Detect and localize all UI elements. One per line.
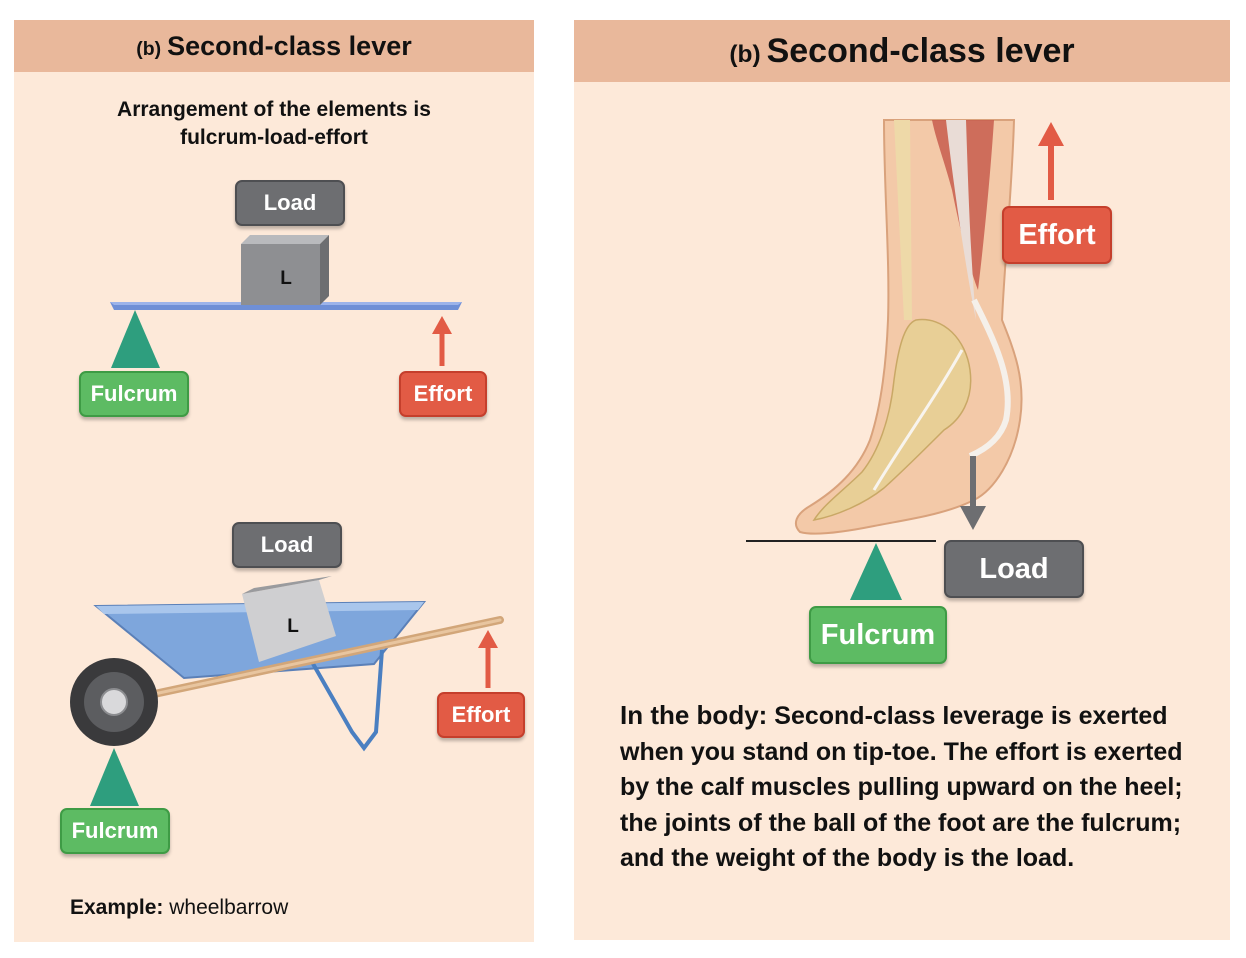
wheelbarrow-fulcrum-triangle xyxy=(90,748,139,806)
foot-bones xyxy=(812,318,972,522)
foot-load-label: Load xyxy=(944,540,1084,598)
example-line: Example: wheelbarrow xyxy=(70,896,288,920)
example-label: Example: xyxy=(70,896,164,919)
left-title: Second-class lever xyxy=(167,31,412,61)
foot-diagram xyxy=(746,119,1064,600)
lever-fulcrum-label: Fulcrum xyxy=(79,371,189,417)
left-panel-header: (b)Second-class lever xyxy=(14,20,534,72)
load-block-letter: L xyxy=(280,268,292,289)
right-title-prefix: (b) xyxy=(729,41,761,68)
subtitle-line-1: Arrangement of the elements is xyxy=(117,98,431,121)
wheelbarrow-leg xyxy=(310,649,384,752)
right-panel-header: (b)Second-class lever xyxy=(574,20,1230,82)
wheelbarrow-block-letter: L xyxy=(287,616,299,637)
subtitle-line-2: fulcrum-load-effort xyxy=(180,126,368,149)
achilles-tendon xyxy=(968,298,1011,459)
body-text: Second-class leverage is exerted when yo… xyxy=(620,702,1183,872)
load-block-side xyxy=(320,235,329,305)
lever-load-label: Load xyxy=(235,180,345,226)
load-block-top xyxy=(241,235,329,244)
body-lead: In the body: xyxy=(620,700,768,730)
wheelbarrow-fulcrum-label: Fulcrum xyxy=(60,808,170,854)
arrangement-subtitle: Arrangement of the elements is fulcrum-l… xyxy=(54,96,494,152)
right-panel: (b)Second-class lever Effort Load Fulcru… xyxy=(574,20,1230,940)
wheelbarrow-load-block xyxy=(242,580,336,662)
foot-fulcrum-triangle xyxy=(850,543,902,600)
foot-effort-arrow-head xyxy=(1038,122,1064,146)
left-diagrams: L L xyxy=(70,235,504,806)
calf-tendon xyxy=(946,120,976,320)
load-block xyxy=(241,244,320,305)
foot-load-arrow-head xyxy=(960,506,986,530)
wheelbarrow-effort-label: Effort xyxy=(437,692,525,738)
wheelbarrow-load-block-top xyxy=(242,576,332,594)
example-value: wheelbarrow xyxy=(169,896,289,919)
lever-effort-arrow-head xyxy=(432,316,452,334)
body-description: In the body: Second-class leverage is ex… xyxy=(620,698,1200,877)
right-title: Second-class lever xyxy=(766,32,1075,70)
tibia-bone xyxy=(894,120,912,320)
simple-lever-diagram: L xyxy=(110,235,462,368)
lever-effort-label: Effort xyxy=(399,371,487,417)
wheelbarrow-effort-arrow-head xyxy=(478,630,498,648)
wheelbarrow-diagram: L xyxy=(70,576,504,806)
wheelbarrow-wheel-hub xyxy=(100,688,128,716)
left-title-prefix: (b) xyxy=(136,38,162,60)
foot-effort-label: Effort xyxy=(1002,206,1112,264)
lever-fulcrum-triangle xyxy=(111,310,160,368)
foot-tendon xyxy=(872,349,964,491)
left-panel: (b)Second-class lever Arrangement of the… xyxy=(14,20,534,942)
wheelbarrow-load-label: Load xyxy=(232,522,342,568)
foot-fulcrum-label: Fulcrum xyxy=(809,606,947,664)
wheelbarrow-handle-highlight xyxy=(110,618,502,705)
